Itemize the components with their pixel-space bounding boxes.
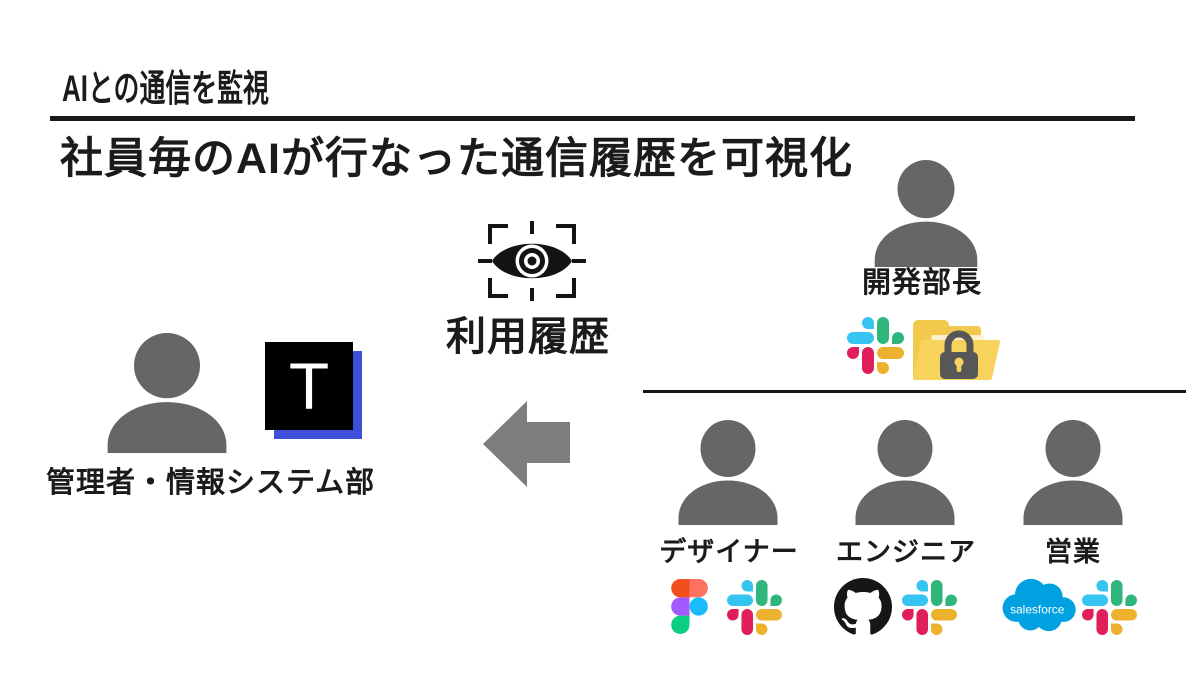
slack-icon <box>1082 580 1137 635</box>
figma-icon <box>671 579 708 634</box>
page-title: AIとの通信を監視 <box>62 68 269 109</box>
slack-icon <box>847 317 904 374</box>
salesforce-icon: salesforce <box>998 575 1078 635</box>
arrow-left-icon <box>483 401 570 487</box>
locked-folder-icon <box>912 314 1001 384</box>
github-icon <box>834 578 892 636</box>
admin-label: 管理者・情報システム部 <box>46 467 376 499</box>
slack-icon <box>902 580 957 635</box>
person-icon <box>673 420 783 525</box>
eye-scan-icon <box>478 221 586 301</box>
person-icon <box>850 420 960 525</box>
person-icon <box>101 333 233 453</box>
usage-history-label: 利用履歴 <box>446 315 610 359</box>
manager-label: 開発部長 <box>861 267 983 299</box>
person-icon <box>869 160 983 267</box>
member-label-sales: 営業 <box>1045 537 1101 567</box>
t-app-icon: T <box>265 342 362 439</box>
org-divider-line <box>643 390 1186 393</box>
person-icon <box>1018 420 1128 525</box>
title-underline <box>50 116 1135 121</box>
t-app-letter: T <box>288 349 330 423</box>
t-app-face: T <box>265 342 353 430</box>
page-subtitle: 社員毎のAIが行なった通信履歴を可視化 <box>60 135 853 183</box>
salesforce-wordmark: salesforce <box>1010 602 1065 616</box>
member-label-engineer: エンジニア <box>836 537 976 567</box>
member-label-designer: デザイナー <box>659 537 799 567</box>
slack-icon <box>727 580 782 635</box>
